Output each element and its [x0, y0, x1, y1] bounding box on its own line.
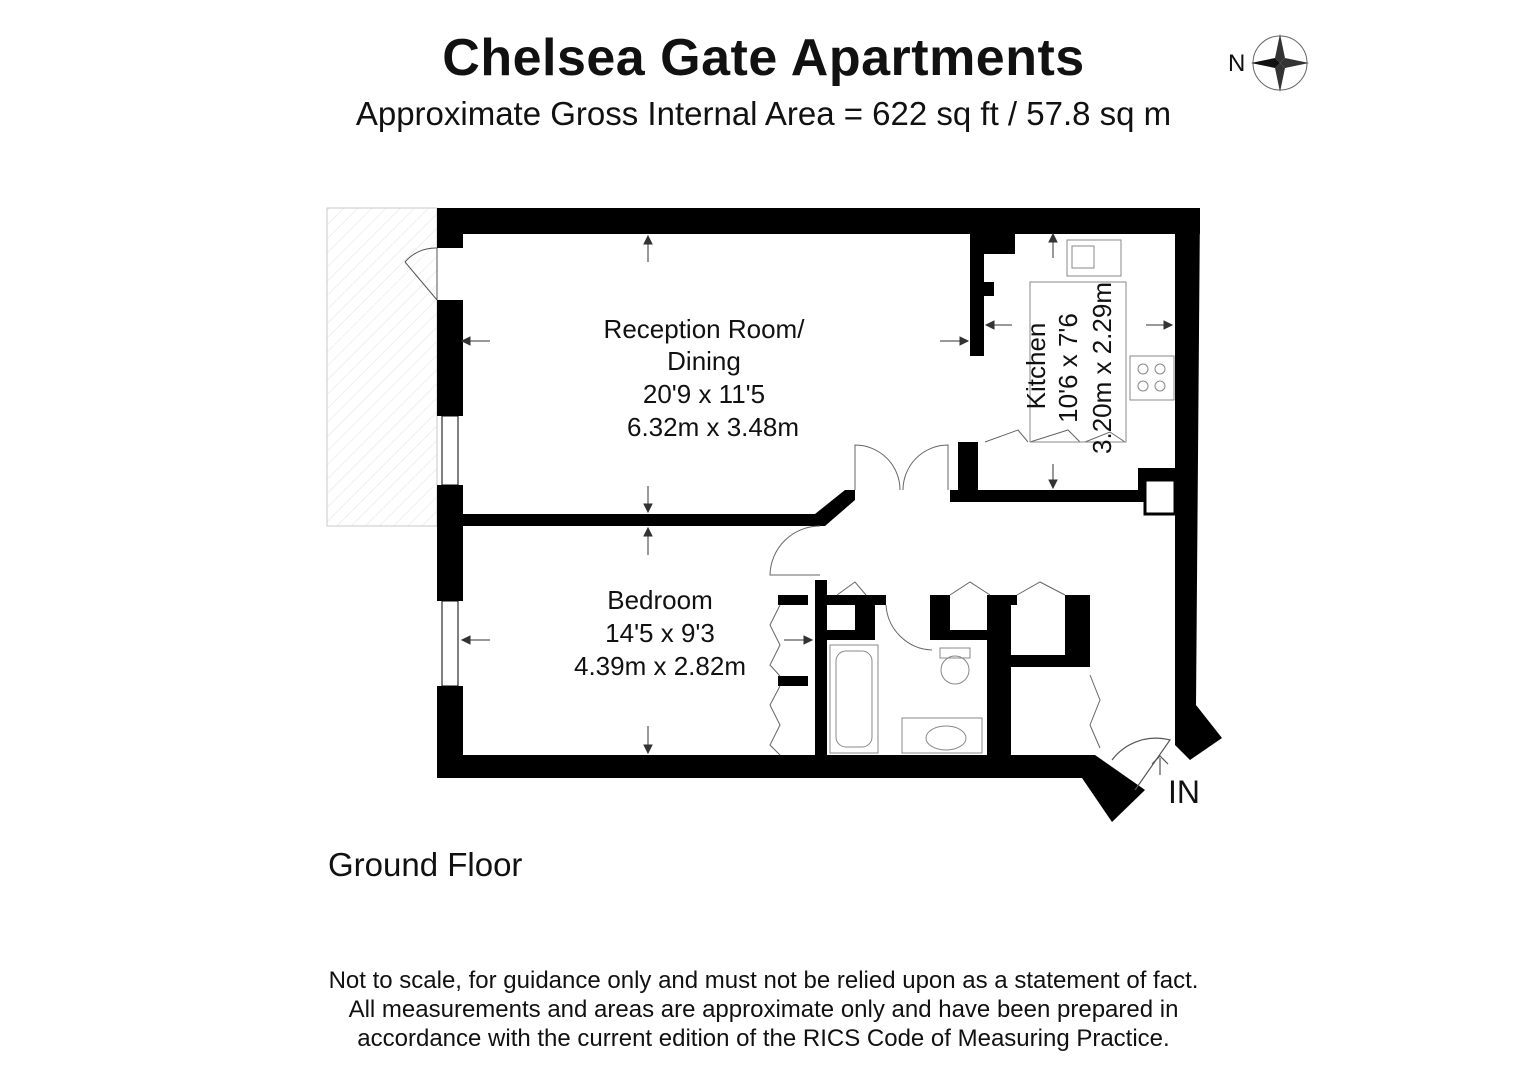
- entrance-door[interactable]: [1111, 737, 1171, 791]
- disclaimer-line-1: Not to scale, for guidance only and must…: [328, 967, 1199, 994]
- reception-metric: 6.32m x 3.48m: [627, 412, 799, 442]
- kitchen-imperial: 10'6 x 7'6: [1053, 313, 1083, 423]
- reception-name-line1: Reception Room/: [604, 314, 806, 344]
- terrace-door: [404, 247, 438, 301]
- compass-rose-icon: [1251, 34, 1309, 92]
- bedroom-metric: 4.39m x 2.82m: [574, 651, 746, 681]
- entrance-label: IN: [1168, 774, 1200, 810]
- page-title: Chelsea Gate Apartments: [442, 29, 1085, 87]
- terrace: [326, 207, 438, 527]
- interior-doors: [769, 429, 1126, 756]
- windows: [441, 415, 459, 687]
- interior-walls: [460, 232, 1178, 758]
- compass-north-label: N: [1228, 50, 1246, 77]
- dimension-arrows: [460, 232, 1174, 755]
- disclaimer-line-2: All measurements and areas are approxima…: [348, 996, 1179, 1023]
- bathroom-fixtures: [829, 644, 983, 754]
- bedroom-imperial: 14'5 x 9'3: [605, 618, 715, 648]
- kitchen-name: Kitchen: [1021, 323, 1051, 410]
- reception-name-line2: Dining: [667, 346, 741, 376]
- kitchen-fixtures: [1029, 239, 1175, 443]
- floor-label: Ground Floor: [328, 846, 523, 883]
- exterior-walls: [437, 208, 1222, 822]
- reception-imperial: 20'9 x 11'5: [643, 379, 765, 409]
- disclaimer-line-3: accordance with the current edition of t…: [357, 1025, 1170, 1052]
- kitchen-metric: 3.20m x 2.29m: [1087, 282, 1117, 454]
- bedroom-name: Bedroom: [607, 585, 713, 615]
- area-subtitle: Approximate Gross Internal Area = 622 sq…: [355, 95, 1172, 132]
- disclaimer: Not to scale, for guidance only and must…: [0, 966, 1527, 1053]
